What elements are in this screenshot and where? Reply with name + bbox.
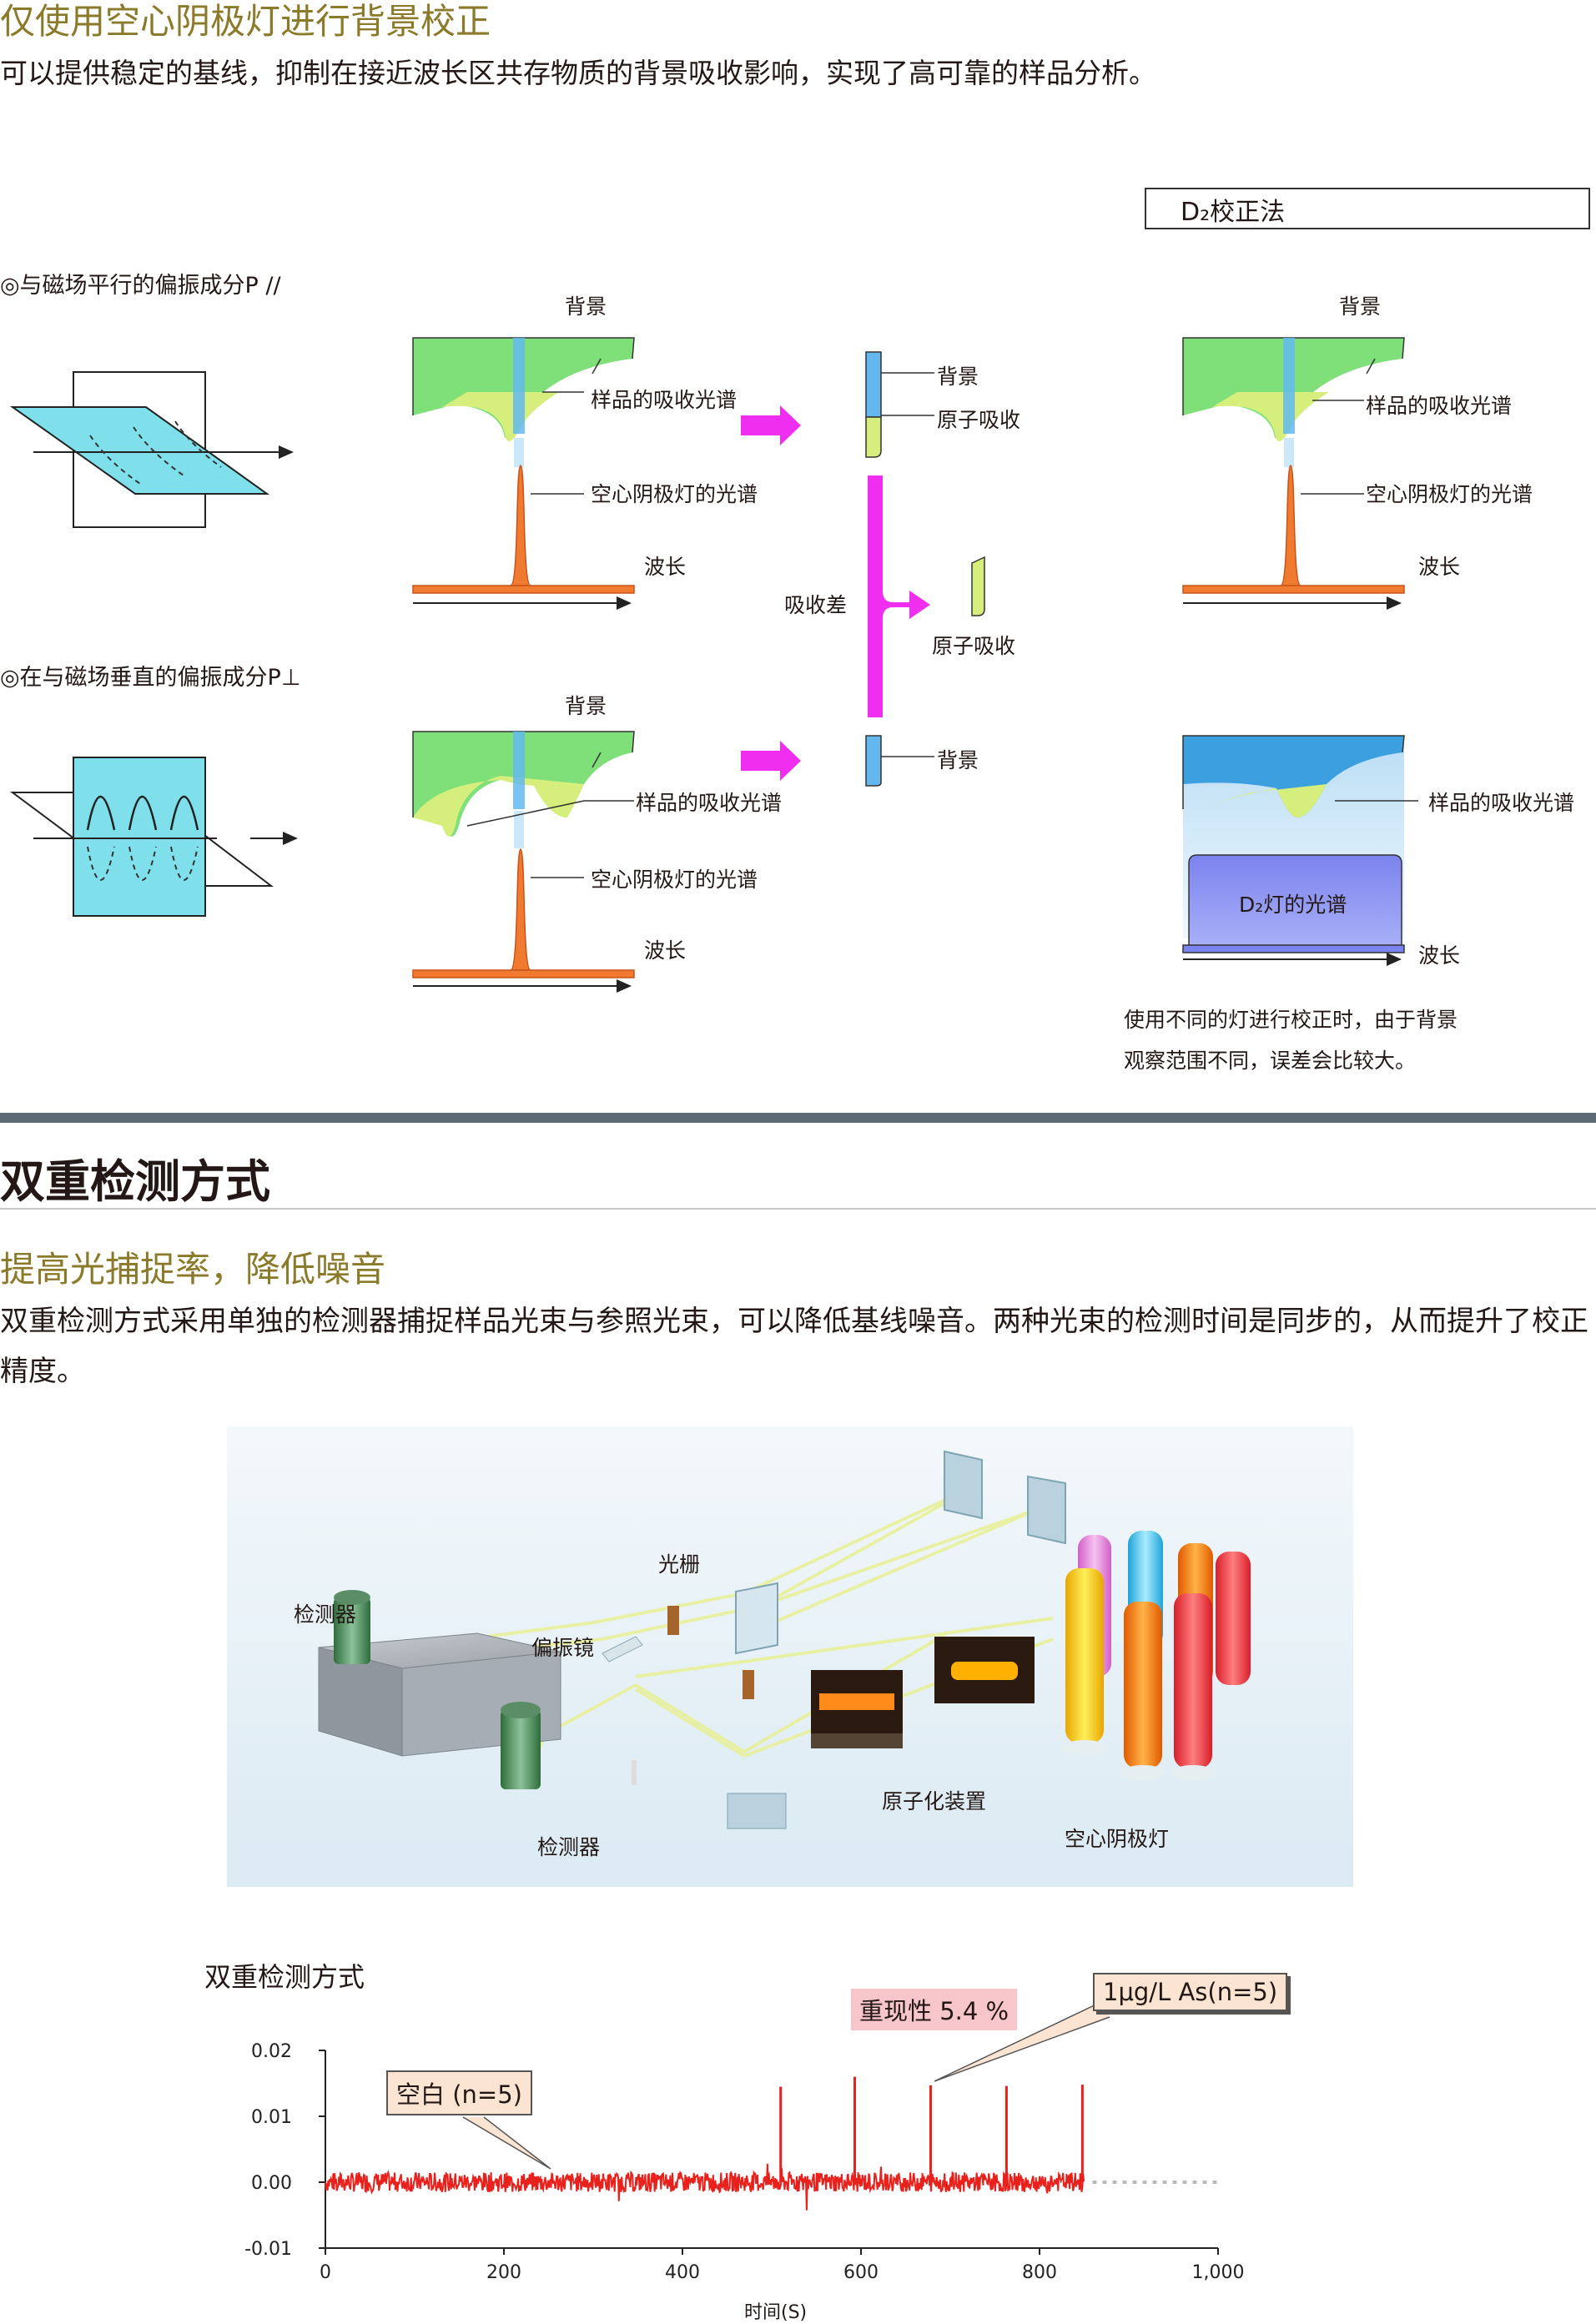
y-tick-label: 0.02 <box>251 2041 292 2062</box>
bg-label-2: 背景 <box>565 694 607 718</box>
wavelength-label-d2: 波长 <box>1418 943 1461 968</box>
reproducibility-annotation: 重现性 5.4 % <box>851 1989 1018 2030</box>
perpendicular-polarization-label: ◎在与磁场垂直的偏振成分P⊥ <box>0 665 301 691</box>
blank-annotation: 空白 (n=5) <box>386 2070 532 2115</box>
x-tick-label: 600 <box>843 2262 879 2283</box>
wavelength-label-1: 波长 <box>644 555 687 579</box>
y-tick-label: -0.01 <box>244 2239 292 2260</box>
wavelength-label-right: 波长 <box>1418 555 1461 579</box>
section-divider-bar <box>0 1113 1596 1123</box>
atomic-abs-label-result: 原子吸收 <box>932 634 1016 658</box>
x-tick-label: 800 <box>1022 2262 1057 2283</box>
hcl-spec-label-1: 空心阴极灯的光谱 <box>591 482 758 506</box>
x-tick-label: 1,000 <box>1192 2262 1245 2283</box>
note-line-2: 观察范围不同，误差会比较大。 <box>1124 1049 1417 1073</box>
polarizer-label: 偏振镜 <box>531 1636 595 1660</box>
sample-spec-label-d2: 样品的吸收光谱 <box>1428 791 1575 815</box>
grating-label: 光栅 <box>658 1552 701 1577</box>
atomic-abs-label-bar: 原子吸收 <box>937 408 1021 432</box>
d2-correction-box <box>1145 188 1590 229</box>
section1-description: 可以提供稳定的基线，抑制在接近波长区共存物质的背景吸收影响，实现了高可靠的样品分… <box>0 57 1156 89</box>
chart-axes: 0 200 400 600 800 1,000 0.02 0.01 0.00 -0.01 <box>244 2041 1244 2283</box>
section1-title: 仅使用空心阴极灯进行背景校正 <box>0 1 491 42</box>
note-line-1: 使用不同的灯进行校正时，由于背景 <box>1124 1008 1458 1032</box>
detector-bottom-label: 检测器 <box>537 1835 601 1859</box>
d2-correction-label: D₂校正法 <box>1181 198 1286 227</box>
detector-top-label: 检测器 <box>294 1602 357 1627</box>
x-tick-label: 200 <box>486 2262 521 2283</box>
x-axis-label: 时间(S) <box>744 2302 808 2323</box>
abs-diff-label: 吸收差 <box>784 593 848 617</box>
x-tick-label: 0 <box>320 2262 331 2283</box>
lower-spectrum <box>412 731 635 993</box>
sample-annotation: 1μg/L As(n=5) <box>1093 1973 1288 2011</box>
background-correction-diagram <box>9 337 1418 993</box>
sample-spec-label-1: 样品的吸收光谱 <box>591 388 738 412</box>
bar-indicators <box>865 351 985 787</box>
hcl-label: 空心阴极灯 <box>1065 1827 1170 1851</box>
upper-spectrum <box>412 337 635 610</box>
perpendicular-wave-sketch <box>9 757 298 917</box>
sample-pointer <box>934 2001 1110 2082</box>
parallel-wave-sketch <box>9 371 294 528</box>
x-tick-label: 400 <box>665 2262 700 2283</box>
atomizer-label: 原子化装置 <box>882 1789 987 1813</box>
d2-lamp-spec-label: D₂灯的光谱 <box>1239 893 1347 917</box>
hcl-spec-label-right: 空心阴极灯的光谱 <box>1366 482 1533 506</box>
hcl-spec-label-2: 空心阴极灯的光谱 <box>591 868 758 892</box>
bg-label-bar-lower: 背景 <box>937 748 979 772</box>
bg-label-1: 背景 <box>565 294 607 319</box>
sample-spec-label-right: 样品的吸收光谱 <box>1366 394 1513 418</box>
y-tick-label: 0.01 <box>251 2107 292 2128</box>
sample-spec-label-2: 样品的吸收光谱 <box>636 791 783 815</box>
y-tick-label: 0.00 <box>251 2173 292 2194</box>
wavelength-label-2: 波长 <box>644 938 687 963</box>
bg-label-right: 背景 <box>1339 294 1382 319</box>
right-upper-spectrum <box>1182 337 1405 610</box>
right-lower-d2-spectrum <box>1182 735 1418 966</box>
magenta-arrows <box>741 405 930 781</box>
section2-divider <box>0 1208 1596 1210</box>
parallel-polarization-label: ◎与磁场平行的偏振成分P // <box>0 273 281 299</box>
chart-callout-lines <box>462 2001 1110 2170</box>
chart-trace <box>325 2076 1218 2211</box>
blank-pointer <box>462 2116 551 2170</box>
section2-description: 双重检测方式采用单独的检测器捕捉样品光束与参照光束，可以降低基线噪音。两种光束的… <box>0 1305 1588 1388</box>
baseline-noise-line <box>325 2163 1085 2211</box>
section2-subtitle: 提高光捕捉率，降低噪音 <box>0 1249 386 1290</box>
chart-title: 双重检测方式 <box>204 1961 365 1993</box>
bg-label-bar: 背景 <box>937 365 979 389</box>
optical-system-diagram: 光栅 检测器 偏振镜 原子化装置 检测器 空心阴极灯 <box>227 1426 1353 1887</box>
section2-title: 双重检测方式 <box>0 1155 270 1208</box>
